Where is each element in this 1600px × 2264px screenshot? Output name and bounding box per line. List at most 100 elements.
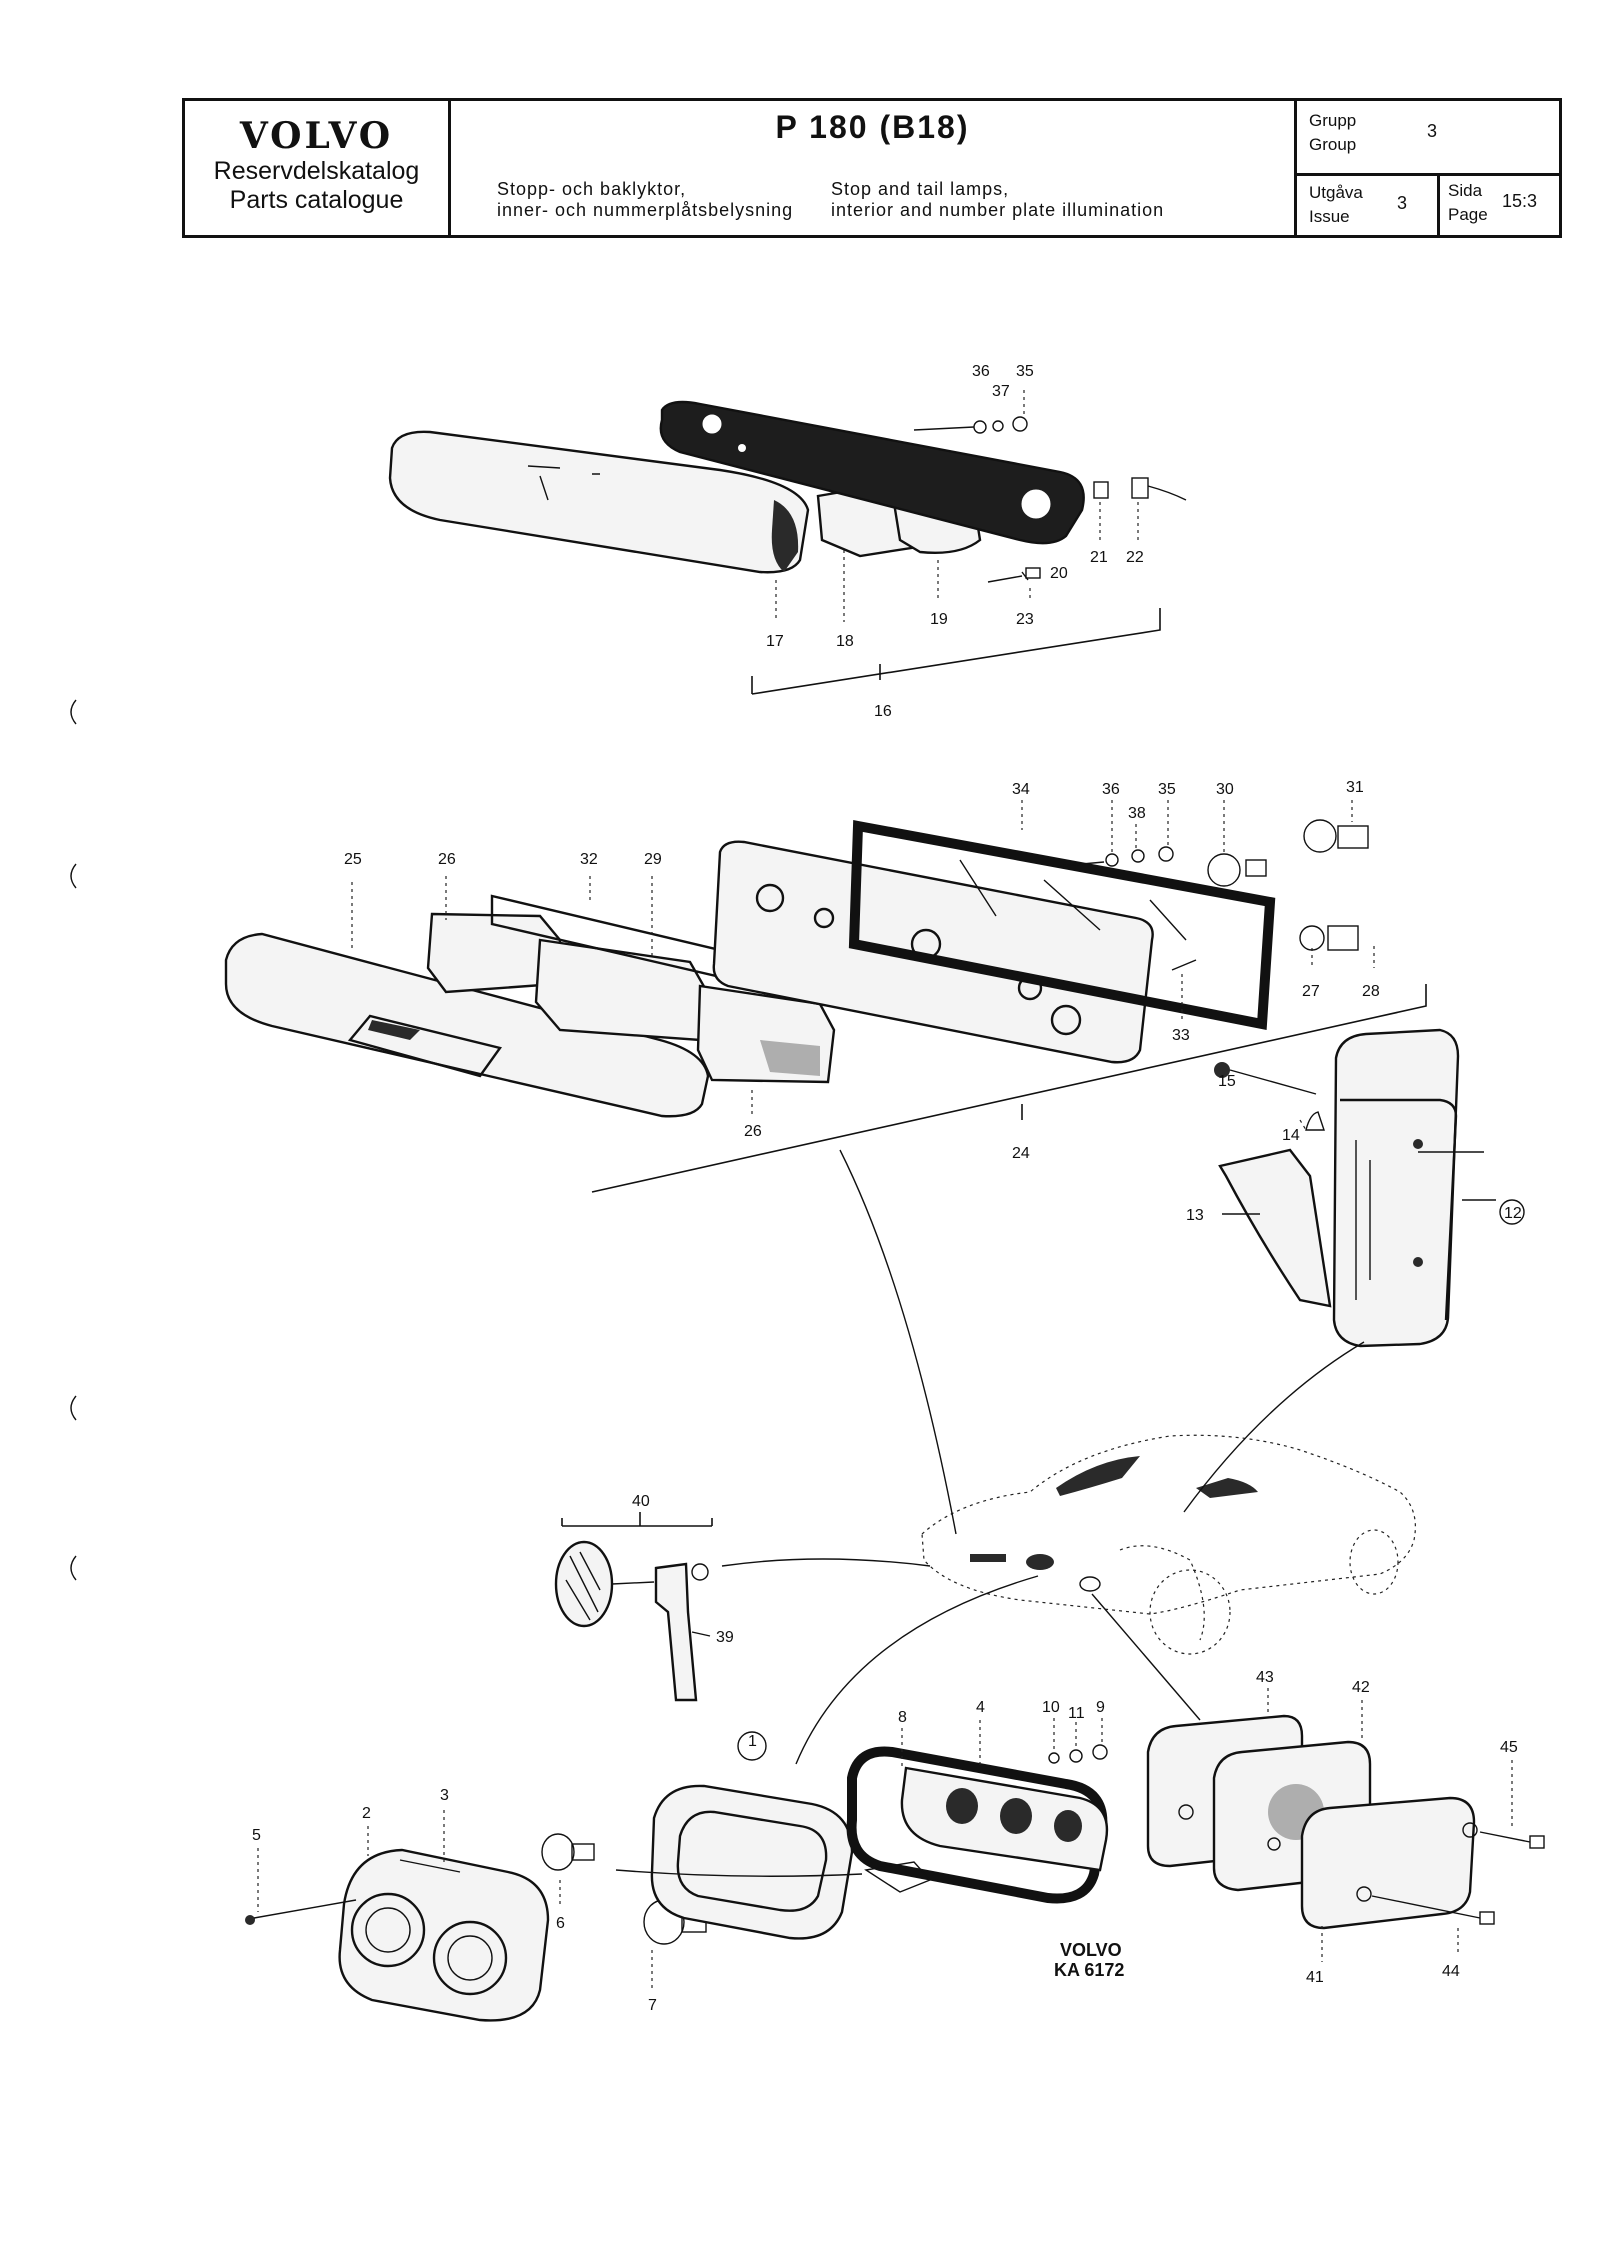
circled-callouts bbox=[737, 1199, 1525, 1761]
leaders-group-2 bbox=[351, 800, 1427, 1193]
callout-labels: 1 2 3 4 5 6 7 8 9 10 11 12 13 14 15 16 1… bbox=[252, 363, 1522, 2014]
callout-40: 40 bbox=[632, 1493, 650, 1510]
car-silhouette bbox=[921, 1434, 1416, 1655]
callout-44: 44 bbox=[1442, 1963, 1460, 1980]
callout-18: 18 bbox=[836, 633, 854, 650]
description-sv: Stopp- och baklyktor, inner- och nummerp… bbox=[497, 179, 793, 221]
callout-38: 38 bbox=[1128, 805, 1146, 822]
callout-25: 25 bbox=[344, 851, 362, 868]
brand-cell: VOLVO Reservdelskatalog Parts catalogue bbox=[185, 101, 451, 235]
callout-26-bottom: 26 bbox=[744, 1123, 762, 1140]
callout-17: 17 bbox=[766, 633, 784, 650]
drawing-stamp: VOLVO KA 6172 bbox=[1054, 1940, 1124, 1980]
callout-11: 11 bbox=[1068, 1705, 1085, 1722]
catalog-title-en: Parts catalogue bbox=[229, 186, 404, 214]
trim-25 bbox=[224, 932, 710, 1118]
callout-9: 9 bbox=[1096, 1699, 1105, 1716]
callout-42: 42 bbox=[1352, 1679, 1370, 1696]
callout-43: 43 bbox=[1256, 1669, 1274, 1686]
number-plate-lamp bbox=[554, 1512, 713, 1702]
volvo-logo: VOLVO bbox=[239, 115, 394, 157]
page-box: Sida Page 15:3 bbox=[1437, 173, 1562, 235]
callout-1: 1 bbox=[748, 1733, 757, 1750]
callout-37: 37 bbox=[992, 383, 1010, 400]
stamp-line-2: KA 6172 bbox=[1054, 1960, 1124, 1980]
callout-13: 13 bbox=[1186, 1207, 1204, 1224]
mounting-plate-33 bbox=[712, 840, 1154, 1064]
engine-code: (B18) bbox=[879, 109, 970, 145]
page-label-en: Page bbox=[1448, 205, 1488, 224]
callout-35-top: 35 bbox=[1016, 363, 1034, 380]
title-block: VOLVO Reservdelskatalog Parts catalogue … bbox=[182, 98, 1562, 238]
leaders-group-3 bbox=[1222, 1119, 1496, 1215]
group-box: Grupp Group 3 bbox=[1297, 101, 1559, 176]
callout-3: 3 bbox=[440, 1787, 449, 1804]
gasket-8 bbox=[846, 1746, 1108, 1904]
callout-36-top: 36 bbox=[972, 363, 990, 380]
group-label-sv: Grupp bbox=[1309, 111, 1357, 130]
meta-cell: Grupp Group 3 Utgåva Issue 3 Sida Page 1… bbox=[1297, 101, 1559, 235]
callout-41: 41 bbox=[1306, 1969, 1324, 1986]
lens-2 bbox=[338, 1848, 550, 2022]
callout-45: 45 bbox=[1500, 1739, 1518, 1756]
callout-26-top: 26 bbox=[438, 851, 456, 868]
stamp-line-1: VOLVO bbox=[1060, 1940, 1122, 1960]
callout-8: 8 bbox=[898, 1709, 907, 1726]
issue-value: 3 bbox=[1397, 193, 1408, 213]
base-plate bbox=[659, 400, 1085, 545]
callout-19: 19 bbox=[930, 611, 948, 628]
callout-28: 28 bbox=[1362, 983, 1380, 1000]
callout-35-mid: 35 bbox=[1158, 781, 1176, 798]
callout-16: 16 bbox=[874, 703, 892, 720]
model-name: P 180 bbox=[775, 109, 869, 145]
callout-33: 33 bbox=[1172, 1027, 1190, 1044]
callout-24: 24 bbox=[1012, 1145, 1030, 1162]
lens-cover-17 bbox=[388, 430, 810, 574]
connector-curves bbox=[721, 1149, 1365, 1765]
binder-marks bbox=[70, 699, 77, 1581]
leaders-group-1 bbox=[751, 390, 1161, 695]
side-lamp-assembly bbox=[1214, 1028, 1460, 1348]
lens-41 bbox=[1300, 1796, 1476, 1930]
lamp-body-12 bbox=[1332, 1028, 1460, 1348]
callout-39: 39 bbox=[716, 1629, 734, 1646]
model-title: P 180 (B18) bbox=[451, 109, 1294, 146]
callout-29: 29 bbox=[644, 851, 662, 868]
callout-2: 2 bbox=[362, 1805, 371, 1822]
callout-6: 6 bbox=[556, 1915, 565, 1932]
interior-lamp-assembly bbox=[388, 400, 1187, 583]
description-en-line-2: interior and number plate illumination bbox=[831, 200, 1165, 220]
callout-14: 14 bbox=[1282, 1127, 1300, 1144]
callout-7: 7 bbox=[648, 1997, 657, 2014]
page-value: 15:3 bbox=[1502, 191, 1538, 211]
bracket-13 bbox=[1218, 1148, 1332, 1308]
callout-30: 30 bbox=[1216, 781, 1234, 798]
description-sv-line-2: inner- och nummerplåtsbelysning bbox=[497, 200, 794, 220]
catalog-title-sv: Reservdelskatalog bbox=[213, 157, 420, 185]
callout-21: 21 bbox=[1090, 549, 1108, 566]
callout-27: 27 bbox=[1302, 983, 1320, 1000]
callout-36-mid: 36 bbox=[1102, 781, 1120, 798]
gasket-34 bbox=[848, 820, 1276, 1031]
callout-4: 4 bbox=[976, 1699, 985, 1716]
callout-32: 32 bbox=[580, 851, 598, 868]
page-label-sv: Sida bbox=[1448, 181, 1483, 200]
housing-1 bbox=[650, 1784, 854, 1940]
title-cell: P 180 (B18) Stopp- och baklyktor, inner-… bbox=[451, 101, 1297, 235]
leaders-bottom-right bbox=[1267, 1688, 1513, 1962]
side-marker-assembly bbox=[1146, 1714, 1545, 1930]
issue-label-sv: Utgåva bbox=[1309, 183, 1363, 202]
group-value: 3 bbox=[1427, 121, 1438, 141]
description-en-line-1: Stop and tail lamps, bbox=[831, 179, 1010, 199]
callout-31: 31 bbox=[1346, 779, 1364, 796]
issue-label-en: Issue bbox=[1309, 207, 1350, 226]
leaders-bottom-left bbox=[257, 1718, 1103, 1988]
callout-5: 5 bbox=[252, 1827, 261, 1844]
callout-10: 10 bbox=[1042, 1699, 1060, 1716]
rear-lamp-bar-assembly bbox=[224, 819, 1369, 1118]
callout-22: 22 bbox=[1126, 549, 1144, 566]
group-label-en: Group bbox=[1309, 135, 1357, 154]
description-en: Stop and tail lamps, interior and number… bbox=[831, 179, 1164, 221]
